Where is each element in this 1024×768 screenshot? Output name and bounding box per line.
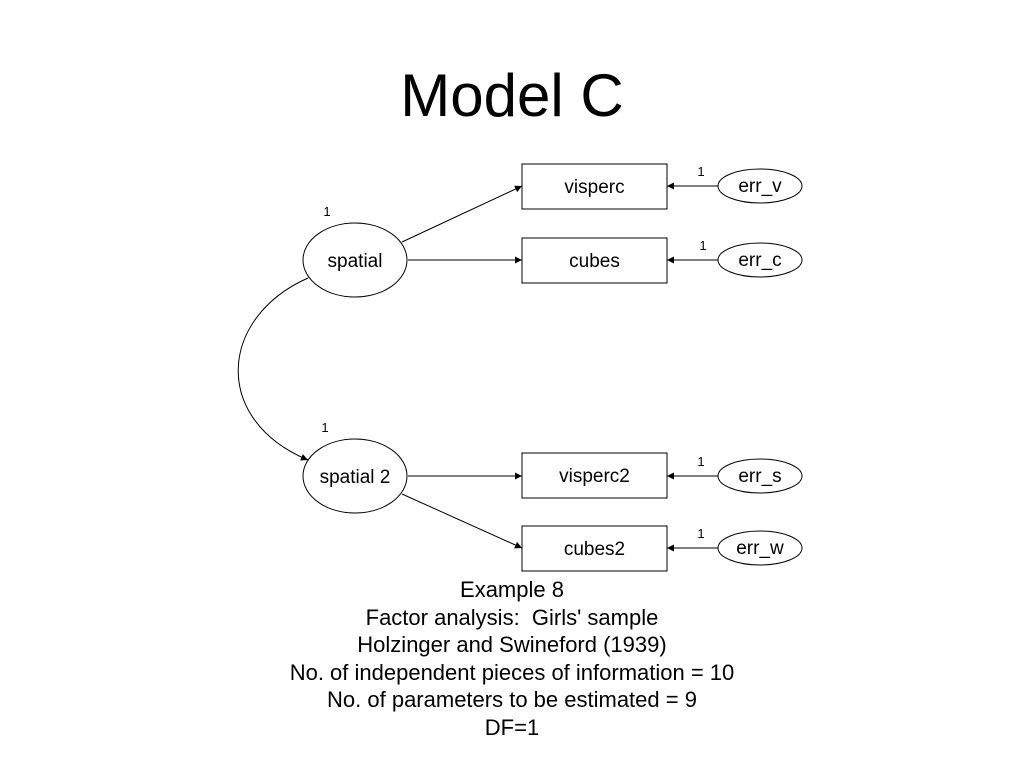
node-label: err_v — [738, 176, 782, 197]
caption-line: Holzinger and Swineford (1939) — [357, 632, 667, 657]
caption-line: Factor analysis: Girls' sample — [365, 604, 659, 630]
observed-node-visperc2: visperc2 — [521, 452, 668, 499]
node-label: err_w — [736, 538, 784, 559]
latent-node-spatial: spatial — [302, 222, 408, 298]
caption-line: No. of independent pieces of information… — [289, 659, 735, 685]
observed-node-cubes2: cubes2 — [521, 525, 668, 572]
node-label: spatial 2 — [320, 467, 391, 488]
error-node-err_s: err_s — [717, 458, 803, 494]
observed-node-cubes: cubes — [521, 237, 668, 284]
diagram-caption: Example 8 Factor analysis: Girls' sample… — [0, 576, 1024, 741]
node-label: visperc2 — [559, 466, 630, 487]
weight-spatial2-variance: 1 — [321, 420, 328, 435]
caption-line: Example 8 — [460, 577, 564, 602]
path-spatial2-cubes2 — [401, 493, 523, 549]
weight-err_s: 1 — [697, 454, 704, 469]
node-label: visperc — [564, 177, 624, 198]
caption-line: No. of parameters to be estimated = 9 — [327, 687, 697, 712]
weight-err_v: 1 — [697, 164, 704, 179]
error-node-err_v: err_v — [717, 168, 803, 204]
error-node-err_c: err_c — [717, 242, 803, 278]
latent-node-spatial-2: spatial 2 — [302, 438, 408, 514]
node-label: err_s — [738, 466, 781, 487]
caption-line: DF=1 — [484, 714, 540, 740]
error-node-err_w: err_w — [717, 530, 803, 566]
node-label: cubes — [569, 251, 620, 272]
weight-err_c: 1 — [699, 238, 706, 253]
node-label: err_c — [738, 250, 781, 271]
page-title: Model C — [400, 62, 624, 129]
node-label: spatial — [328, 251, 383, 272]
weight-err_w: 1 — [697, 526, 704, 541]
observed-node-visperc: visperc — [521, 163, 668, 210]
covariance-arc — [237, 271, 316, 461]
weight-spatial-variance: 1 — [323, 204, 330, 219]
path-spatial-visperc — [401, 185, 523, 243]
node-label: cubes2 — [564, 539, 625, 560]
